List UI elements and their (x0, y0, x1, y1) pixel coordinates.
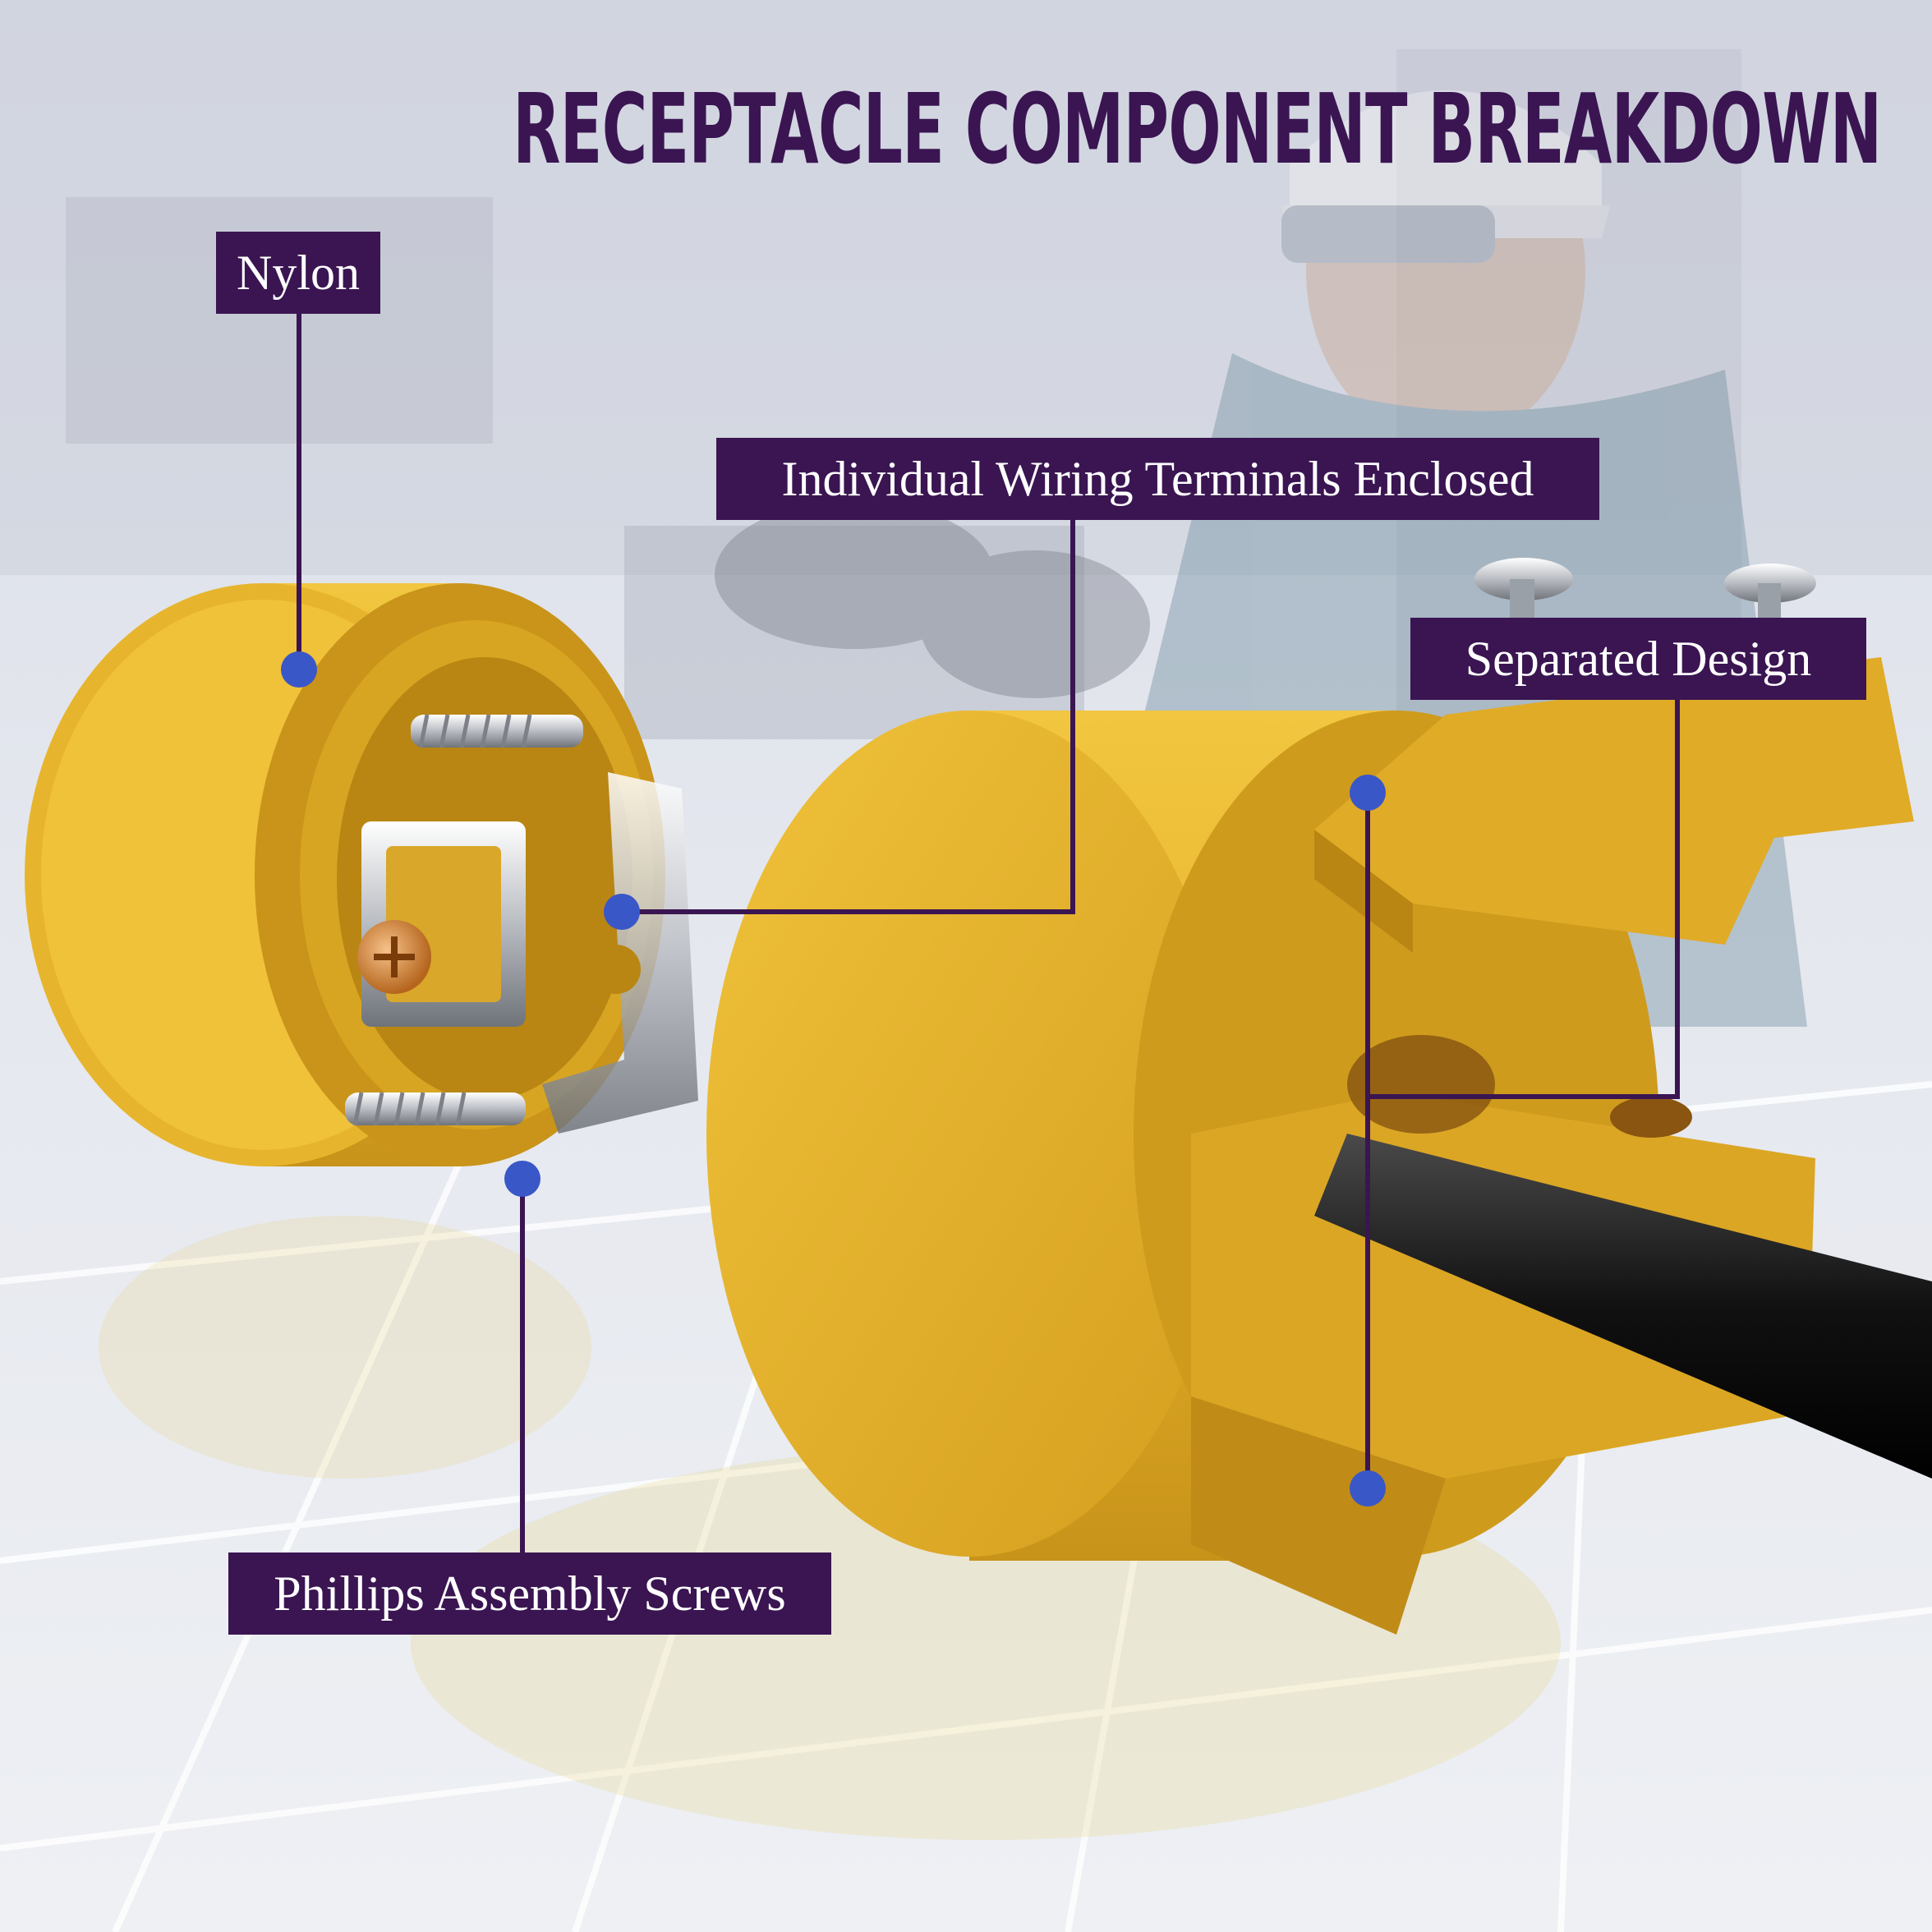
separated-design-label: Separated Design (1410, 618, 1866, 700)
receptacle-front (25, 583, 698, 1166)
separated-bottom-marker-dot (1350, 1470, 1386, 1506)
page-title: RECEPTACLE COMPONENT BREAKDOWN (512, 72, 1882, 186)
terminals-marker-dot (604, 894, 640, 930)
nylon-label: Nylon (216, 232, 380, 314)
marker-dots (281, 651, 1386, 1506)
screws-marker-dot (504, 1161, 540, 1197)
receptacle-body (706, 558, 1932, 1635)
leader-lines (297, 314, 1680, 1552)
terminals-label: Individual Wiring Terminals Enclosed (716, 438, 1599, 520)
nylon-marker-dot (281, 651, 317, 688)
phillips-screws-label: Phillips Assembly Screws (228, 1552, 831, 1635)
separated-top-marker-dot (1350, 775, 1386, 811)
